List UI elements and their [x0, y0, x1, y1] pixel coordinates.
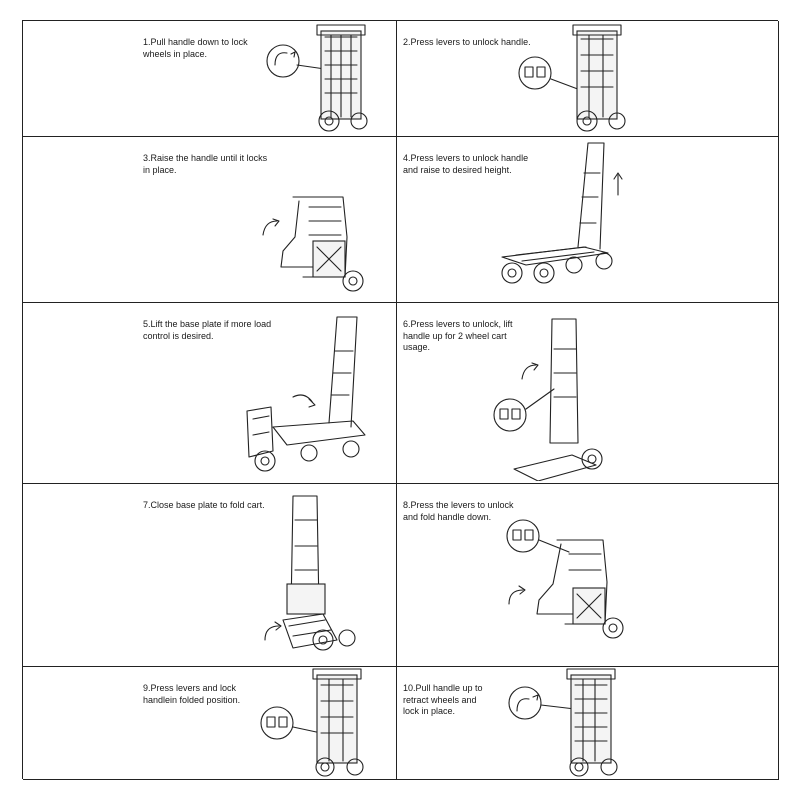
cart-illustration: [262, 196, 364, 292]
curved-arrow-icon: [264, 621, 282, 641]
step-3-caption: 3.Raise the handle until it locks in pla…: [143, 153, 268, 175]
folding-cart-illustration: [264, 495, 356, 651]
up-arrow-icon: [613, 172, 623, 196]
step-2-panel: 2.Press levers to unlock handle.: [397, 21, 779, 137]
folded-cart-illustration: [518, 24, 626, 132]
detail-circle-icon: [518, 56, 552, 90]
step-3-panel: 3.Raise the handle until it locks in pla…: [23, 137, 397, 303]
detail-circle-icon: [260, 706, 294, 740]
curved-arrow-icon: [521, 362, 539, 380]
curved-arrow-icon: [508, 585, 526, 605]
detail-circle-icon: [508, 686, 542, 720]
two-wheel-cart-illustration: [493, 318, 603, 481]
curved-arrow-icon: [292, 394, 316, 408]
step-7-caption: 7.Close base plate to fold cart.: [143, 500, 265, 510]
detail-circle-icon: [493, 398, 527, 432]
instruction-grid: 1.Pull handle down to lock wheels in pla…: [22, 20, 779, 780]
detail-circle-icon: [266, 44, 300, 78]
step-9-panel: 9.Press levers and lock handlein folded …: [23, 667, 397, 780]
curved-arrow-icon: [274, 51, 296, 66]
step-10-caption: 10.Pull handle up to retract wheels and …: [403, 683, 483, 716]
detail-circle-icon: [506, 519, 540, 553]
cart-illustration: [506, 519, 624, 639]
step-2-caption: 2.Press levers to unlock handle.: [403, 37, 531, 47]
folded-cart-illustration: [260, 668, 364, 777]
cart-with-base-illustration: [246, 316, 366, 472]
extended-cart-illustration: [501, 142, 623, 284]
step-6-caption: 6.Press levers to unlock, lift handle up…: [403, 319, 513, 352]
curved-arrow-icon: [262, 218, 280, 236]
step-5-panel: 5.Lift the base plate if more load contr…: [23, 303, 397, 484]
curved-arrow-icon: [516, 694, 539, 712]
folded-cart-illustration: [266, 24, 368, 132]
step-6-panel: 6.Press levers to unlock, lift handle up…: [397, 303, 779, 484]
step-10-panel: 10.Pull handle up to retract wheels and …: [397, 667, 779, 780]
step-1-panel: 1.Pull handle down to lock wheels in pla…: [23, 21, 397, 137]
step-5-caption: 5.Lift the base plate if more load contr…: [143, 319, 272, 341]
folded-cart-illustration: [508, 668, 618, 777]
step-1-caption: 1.Pull handle down to lock wheels in pla…: [143, 37, 248, 59]
step-8-caption: 8.Press the levers to unlock and fold ha…: [403, 500, 514, 522]
step-7-panel: 7.Close base plate to fold cart.: [23, 484, 397, 667]
step-9-caption: 9.Press levers and lock handlein folded …: [143, 683, 241, 705]
step-8-panel: 8.Press the levers to unlock and fold ha…: [397, 484, 779, 667]
step-4-panel: 4.Press levers to unlock handle and rais…: [397, 137, 779, 303]
step-4-caption: 4.Press levers to unlock handle and rais…: [403, 153, 529, 175]
